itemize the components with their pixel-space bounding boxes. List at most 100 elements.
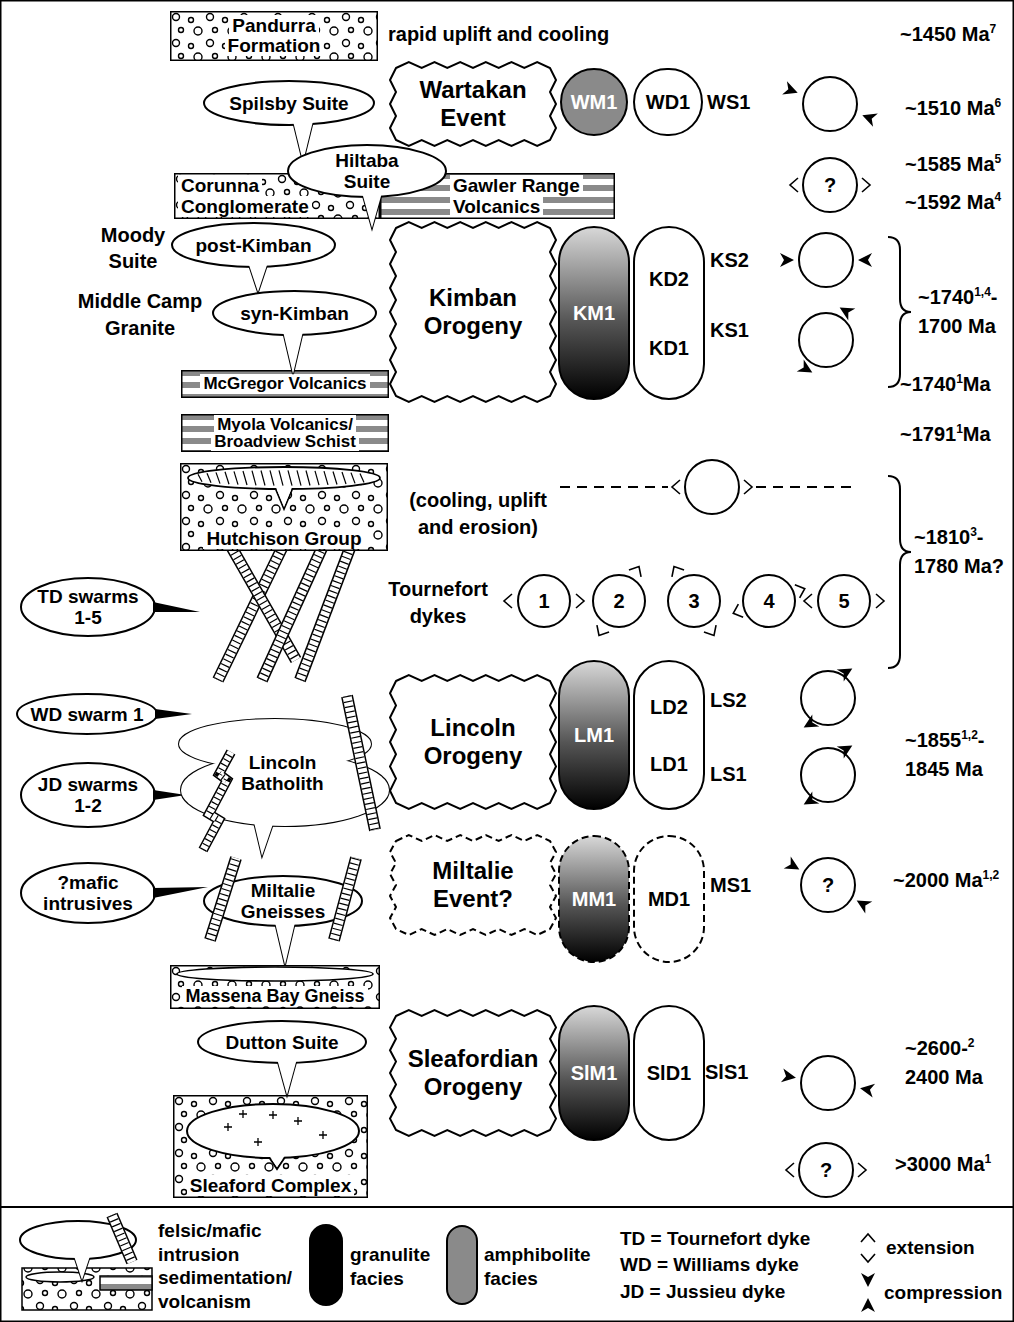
facies-label: MM1 (572, 888, 616, 910)
label-group: ~1450 Ma7 (900, 22, 996, 49)
annotation-label: rapid uplift and cooling (388, 23, 609, 45)
legend-text: extension (886, 1236, 975, 1260)
text-wrapper: LD2 (650, 695, 688, 719)
text-wrapper: WM1 (571, 90, 618, 114)
text-wrapper: Gawler Range Volcanics (450, 175, 590, 217)
stress-circle: 4 (742, 574, 796, 628)
text-wrapper: 3 (688, 589, 699, 613)
text-wrapper: SlD1 (647, 1061, 691, 1085)
text-wrapper: KD1 (649, 336, 689, 360)
text-wrapper: ? (820, 1158, 832, 1182)
reference-number: 6 (995, 96, 1002, 110)
unit-name: Lincoln Batholith (241, 752, 323, 794)
facies-label: WM1 (571, 91, 618, 113)
unit-name: Hutchison Group (203, 528, 364, 549)
label-line: ~1592 Ma4 (905, 190, 1001, 217)
text-wrapper: Spilsby Suite (229, 93, 348, 114)
annotation-label: LS1 (710, 763, 747, 785)
reference-number: 1,2 (961, 728, 978, 742)
label-group: Moody Suite (86, 222, 180, 274)
facies-label: KD1 (649, 337, 689, 359)
unit-name: Spilsby Suite (229, 93, 348, 114)
volcanic-band: Myola Volcanics/ Broadview Schist (181, 414, 389, 452)
label-group: MS1 (710, 873, 751, 897)
event-box: Miltalie Event? (390, 835, 556, 935)
facies-label: LD2 (650, 696, 688, 718)
node-outline (633, 660, 705, 810)
label-line: LS1 (710, 762, 747, 786)
unit-name: Gawler Range Volcanics (450, 175, 583, 217)
annotation-label: ~1855 (905, 729, 961, 751)
annotation-label: ~2000 Ma (893, 869, 983, 891)
label-group: ~17911Ma (900, 422, 991, 449)
stress-circle: 2 (592, 574, 646, 628)
label-group: >3000 Ma1 (895, 1152, 991, 1179)
label-group: SlS1 (705, 1060, 748, 1084)
text-wrapper: 1 (538, 589, 549, 613)
label-group: ~18103-1780 Ma? (914, 524, 1004, 579)
facies-label: MD1 (648, 888, 690, 910)
label-line: MS1 (710, 873, 751, 897)
label-line: Tournefort dykes (376, 576, 500, 630)
label-group: ~2000 Ma1,2 (893, 868, 999, 895)
text-wrapper: syn-Kimban (240, 303, 349, 324)
label-group: LS2 (710, 688, 747, 712)
facies-label: LD1 (650, 753, 688, 775)
label-group: KS2 (710, 248, 749, 272)
annotation-label: 2400 Ma (905, 1066, 983, 1088)
event-name: Wartakan Event (419, 76, 526, 131)
label-group: ~1585 Ma5 (905, 152, 1001, 179)
label-line: (cooling, uplift and erosion) (398, 487, 558, 541)
intrusion-bubble: Miltalie Gneisses (203, 875, 363, 927)
unit-name: Pandurra Formation (225, 15, 324, 56)
legend-swatch (446, 1225, 478, 1305)
label-group: rapid uplift and cooling (388, 22, 609, 46)
text-wrapper: LD1 (650, 752, 688, 776)
annotation-label: ~1810 (914, 526, 970, 548)
event-name: Kimban Orogeny (424, 284, 523, 339)
label-line: Moody Suite (86, 222, 180, 274)
intrusion-bubble: post-Kimban (171, 222, 336, 268)
unit-name: Dutton Suite (226, 1032, 339, 1053)
event-box: Lincoln Orogeny (390, 675, 556, 809)
unit-name: McGregor Volcanics (200, 374, 369, 393)
annotation-label: >3000 Ma (895, 1153, 985, 1175)
event-box: Kimban Orogeny (390, 222, 556, 402)
unit-name: WD swarm 1 (31, 704, 144, 725)
facies-capsule: MM1 (558, 835, 630, 963)
annotation-label: ~1791 (900, 423, 956, 445)
unit-name: JD swarms 1-2 (38, 774, 138, 816)
label-line: ~2000 Ma1,2 (893, 868, 999, 895)
facies-label: SlM1 (571, 1062, 618, 1084)
facies-label: LM1 (574, 724, 614, 746)
annotation-label: Tournefort dykes (388, 578, 488, 627)
text-wrapper: MM1 (572, 887, 616, 911)
annotation-label: MS1 (710, 874, 751, 896)
stress-circle: 1 (517, 574, 571, 628)
event-box: Sleafordian Orogeny (390, 1010, 556, 1136)
sedimentary-unit-box: Massena Bay Gneiss (170, 965, 380, 1009)
text-wrapper: SlM1 (571, 1061, 618, 1085)
label-line: ~1450 Ma7 (900, 22, 996, 49)
label-line: ~1585 Ma5 (905, 152, 1001, 179)
reference-number: 7 (990, 22, 997, 36)
facies-capsule: SlM1 (558, 1005, 630, 1141)
annotation-label: Ma (963, 423, 991, 445)
label-line: 1780 Ma? (914, 553, 1004, 579)
reference-number: 5 (995, 152, 1002, 166)
facies-label: KD2 (649, 268, 689, 290)
annotation-label: WS1 (707, 91, 750, 113)
unit-name: syn-Kimban (240, 303, 349, 324)
label-group: ~2600-22400 Ma (905, 1035, 983, 1090)
text-wrapper: post-Kimban (195, 235, 311, 256)
facies-capsule: LM1 (558, 660, 630, 810)
label-group: KS1 (710, 318, 749, 342)
annotation-label: ~1740 (918, 286, 974, 308)
text-wrapper: Lincoln Orogeny (404, 714, 542, 770)
facies-capsule: MD1 (633, 835, 705, 963)
text-wrapper: Sleafordian Orogeny (404, 1045, 542, 1101)
legend-text: amphibolite facies (484, 1243, 609, 1291)
annotation-label: SlS1 (705, 1061, 748, 1083)
annotation-label: ~1510 Ma (905, 97, 995, 119)
reference-number: 1 (956, 372, 963, 386)
